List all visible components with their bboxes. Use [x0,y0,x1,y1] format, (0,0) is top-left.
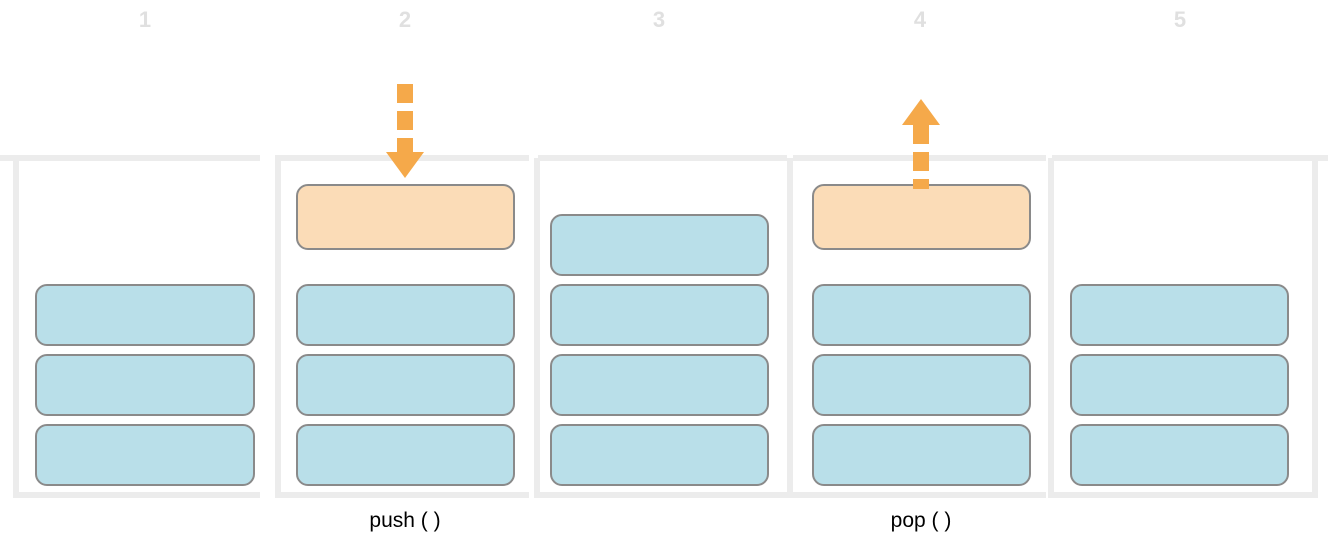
pop-up-arrow [902,99,940,189]
step-number-5: 5 [1173,7,1187,32]
divider-left-edge [13,158,19,498]
step-number-3: 3 [652,7,666,32]
stack-cell[interactable] [1070,424,1289,486]
bottom-rule-column-2 [275,492,529,498]
stack-cell[interactable] [812,284,1031,346]
bottom-rule-column-5 [1052,492,1316,498]
stack-cell[interactable] [550,284,769,346]
arrowhead-down-icon [386,152,424,178]
top-rule-column-1 [0,155,260,161]
stack-cell[interactable] [296,284,515,346]
stack-cell-incoming[interactable] [296,184,515,250]
push-down-arrow [386,84,424,180]
arrow-dash [397,138,413,154]
divider-3-4 [787,158,793,498]
arrow-dash [913,125,929,144]
bottom-rule-column-1 [13,492,260,498]
top-rule-column-3 [538,155,787,161]
stack-cell[interactable] [1070,284,1289,346]
stack-cell[interactable] [550,354,769,416]
arrowhead-up-icon [902,99,940,125]
bottom-rule-column-3 [538,492,787,498]
arrow-dash [397,111,413,130]
arrow-dash [913,152,929,171]
step-number-1: 1 [138,7,152,32]
step-number-4: 4 [913,7,927,32]
push-operation-label: push ( ) [369,509,441,532]
stack-cell[interactable] [550,214,769,276]
stack-cell[interactable] [812,424,1031,486]
stack-cell[interactable] [296,424,515,486]
divider-right-edge [1312,158,1318,498]
arrow-dash [397,84,413,103]
divider-2-3 [534,158,540,498]
divider-4-5 [1048,158,1054,498]
stack-cell-outgoing[interactable] [812,184,1031,250]
step-number-2: 2 [398,7,412,32]
stack-cell[interactable] [812,354,1031,416]
stack-cell[interactable] [1070,354,1289,416]
stack-cell[interactable] [296,354,515,416]
bottom-rule-column-4 [793,492,1046,498]
stack-cell[interactable] [35,354,255,416]
pop-operation-label: pop ( ) [890,509,952,532]
stack-cell[interactable] [35,424,255,486]
top-rule-column-5 [1052,155,1328,161]
stack-cell[interactable] [550,424,769,486]
stack-cell[interactable] [35,284,255,346]
divider-1-2 [275,158,281,498]
arrow-dash [913,179,929,189]
